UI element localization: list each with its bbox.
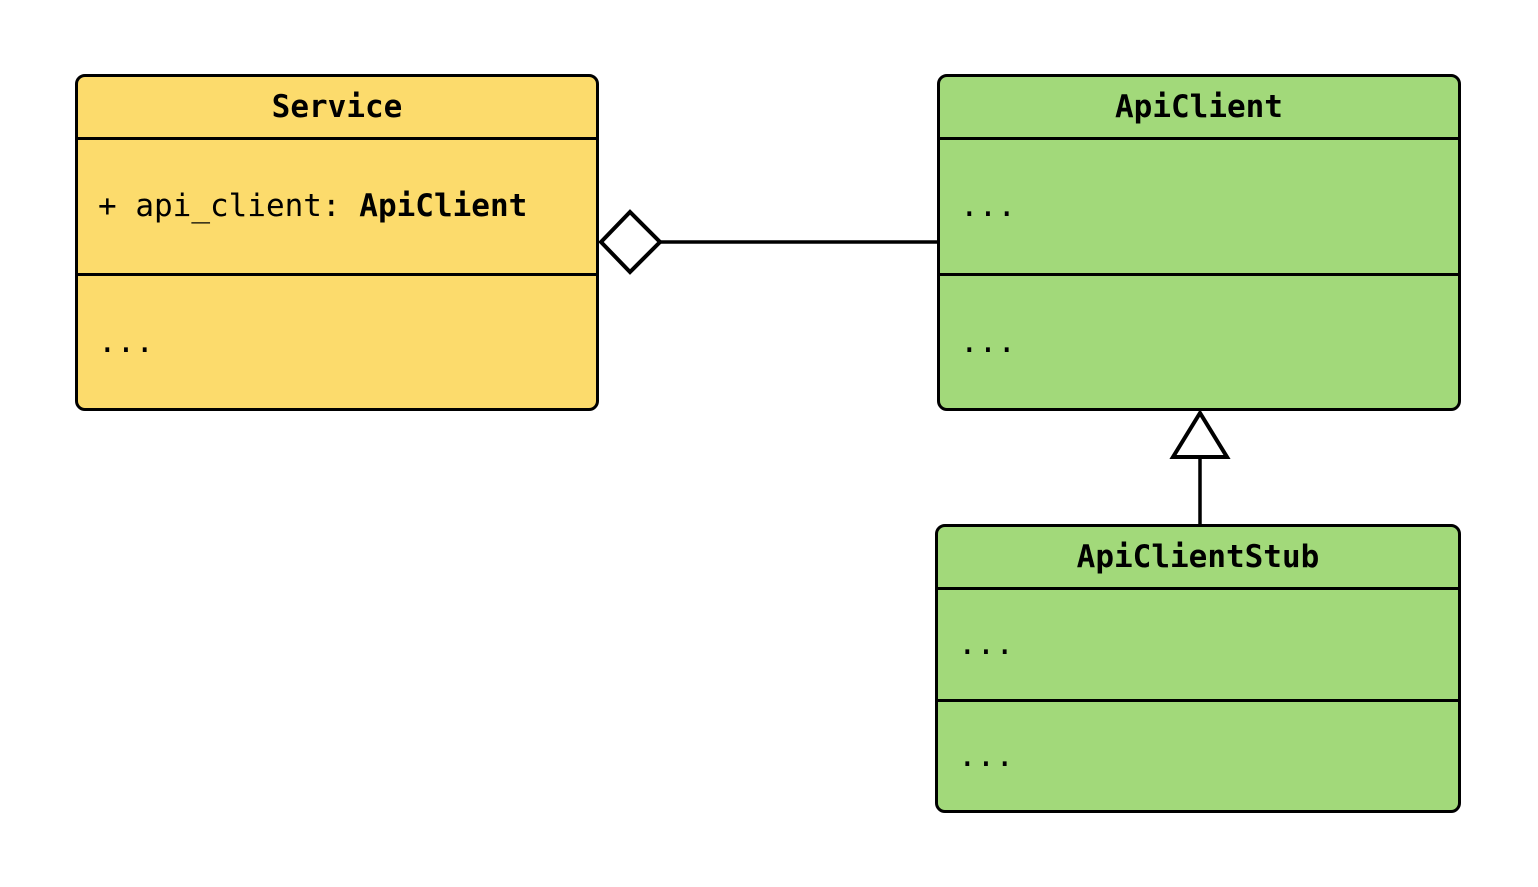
attribute-text: + api_client: xyxy=(98,188,360,224)
aggregation-diamond-icon xyxy=(598,209,663,275)
methods-placeholder-text: ... xyxy=(958,737,1014,774)
class-attributes-apiclient: ... xyxy=(940,140,1458,276)
methods-placeholder-text: ... xyxy=(960,323,1016,360)
class-methods-apiclient: ... xyxy=(940,276,1458,408)
class-title-apiclient: ApiClient xyxy=(940,77,1458,140)
class-attributes-apiclientstub: ... xyxy=(938,590,1458,702)
class-methods-apiclientstub: ... xyxy=(938,702,1458,810)
class-title-apiclientstub: ApiClientStub xyxy=(938,527,1458,590)
attribute-type-text: ApiClient xyxy=(359,188,528,224)
attributes-placeholder-text: ... xyxy=(960,188,1016,224)
inheritance-triangle-icon xyxy=(1169,409,1231,459)
class-title-service: Service xyxy=(78,77,596,140)
class-node-service: Service + api_client: ApiClient ... xyxy=(75,74,599,411)
class-methods-service: ... xyxy=(78,276,596,408)
class-node-apiclientstub: ApiClientStub ... ... xyxy=(935,524,1461,813)
attributes-placeholder-text: ... xyxy=(958,626,1014,662)
methods-placeholder-text: ... xyxy=(98,323,154,360)
class-node-apiclient: ApiClient ... ... xyxy=(937,74,1461,411)
class-attributes-service: + api_client: ApiClient xyxy=(78,140,596,276)
